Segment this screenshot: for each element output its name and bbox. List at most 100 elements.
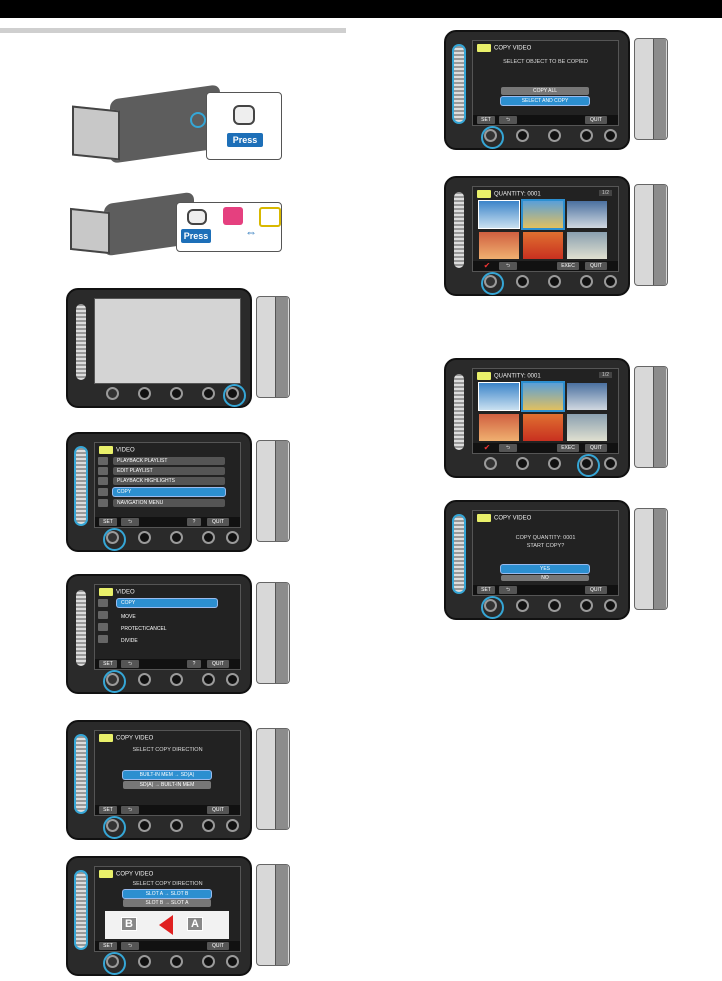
op-button-4[interactable]: [580, 275, 593, 288]
thumbnail[interactable]: [479, 414, 519, 441]
touch-slider[interactable]: [76, 590, 86, 666]
op-button-4[interactable]: [202, 387, 215, 400]
menu-item-copy[interactable]: COPY: [113, 488, 225, 496]
option-select-and-copy[interactable]: SELECT AND COPY: [501, 97, 589, 105]
ok-button[interactable]: [103, 670, 126, 693]
op-button-2[interactable]: [138, 819, 151, 832]
op-button-3[interactable]: [170, 387, 183, 400]
exec-key[interactable]: EXEC: [557, 444, 579, 452]
op-button-2[interactable]: [516, 457, 529, 470]
check-icon[interactable]: ✔: [483, 261, 491, 270]
op-button-4[interactable]: [577, 454, 600, 477]
quit-key[interactable]: QUIT: [207, 518, 229, 526]
back-arrow-icon[interactable]: ⮌: [121, 942, 139, 950]
quit-key[interactable]: QUIT: [207, 660, 229, 668]
op-button-2[interactable]: [138, 955, 151, 968]
menu-item-navigation-menu[interactable]: NAVIGATION MENU: [113, 499, 225, 507]
op-button-2[interactable]: [516, 129, 529, 142]
menu-button[interactable]: [604, 129, 617, 142]
option-sd-to-builtin[interactable]: SD(A) → BUILT-IN MEM: [123, 781, 211, 789]
op-button-3[interactable]: [170, 531, 183, 544]
touch-slider[interactable]: [454, 46, 464, 122]
quit-key[interactable]: QUIT: [207, 806, 229, 814]
menu-button[interactable]: [226, 673, 239, 686]
menu-item-playback-highlights[interactable]: PLAYBACK HIGHLIGHTS: [113, 477, 225, 485]
back-arrow-icon[interactable]: ⮌: [121, 660, 139, 668]
touch-slider[interactable]: [76, 872, 86, 948]
set-key[interactable]: SET: [477, 116, 495, 124]
thumbnail[interactable]: [523, 383, 563, 410]
help-key[interactable]: ?: [187, 660, 201, 668]
op-button-2[interactable]: [138, 387, 151, 400]
quit-key[interactable]: QUIT: [585, 262, 607, 270]
back-arrow-icon[interactable]: ⮌: [499, 444, 517, 452]
back-arrow-icon[interactable]: ⮌: [499, 116, 517, 124]
op-button-2[interactable]: [138, 673, 151, 686]
quit-key[interactable]: QUIT: [585, 586, 607, 594]
op-button-3[interactable]: [170, 819, 183, 832]
thumbnail[interactable]: [523, 201, 563, 228]
set-key[interactable]: SET: [99, 942, 117, 950]
thumbnail[interactable]: [567, 201, 607, 228]
back-arrow-icon[interactable]: ⮌: [121, 518, 139, 526]
back-arrow-icon[interactable]: ⮌: [499, 586, 517, 594]
menu-button[interactable]: [226, 819, 239, 832]
menu-button[interactable]: [604, 599, 617, 612]
option-no[interactable]: NO: [501, 575, 589, 581]
op-button-3[interactable]: [548, 599, 561, 612]
thumbnail[interactable]: [567, 232, 607, 259]
ok-button[interactable]: [103, 816, 126, 839]
touch-slider[interactable]: [454, 516, 464, 592]
thumbnail[interactable]: [523, 414, 563, 441]
ok-button[interactable]: [484, 457, 497, 470]
set-key[interactable]: SET: [99, 806, 117, 814]
touch-slider[interactable]: [454, 374, 464, 450]
op-button-3[interactable]: [548, 275, 561, 288]
thumbnail[interactable]: [567, 414, 607, 441]
op-button-4[interactable]: [202, 955, 215, 968]
thumbnail[interactable]: [523, 232, 563, 259]
option-slot-a-to-b[interactable]: SLOT A → SLOT B: [123, 890, 211, 898]
menu-item-protect-cancel[interactable]: PROTECT/CANCEL: [121, 626, 167, 632]
menu-button[interactable]: [604, 275, 617, 288]
op-button-4[interactable]: [202, 531, 215, 544]
op-button-2[interactable]: [516, 599, 529, 612]
ok-button[interactable]: [106, 387, 119, 400]
thumbnail[interactable]: [479, 201, 519, 228]
touch-slider[interactable]: [76, 304, 86, 380]
op-button-3[interactable]: [548, 457, 561, 470]
ok-button[interactable]: [481, 126, 504, 149]
thumbnail[interactable]: [479, 232, 519, 259]
quit-key[interactable]: QUIT: [585, 444, 607, 452]
op-button-4[interactable]: [580, 129, 593, 142]
set-key[interactable]: SET: [477, 586, 495, 594]
exec-key[interactable]: EXEC: [557, 262, 579, 270]
ok-button[interactable]: [481, 596, 504, 619]
menu-button[interactable]: [223, 384, 246, 407]
option-slot-b-to-a[interactable]: SLOT B → SLOT A: [123, 899, 211, 907]
back-arrow-icon[interactable]: ⮌: [121, 806, 139, 814]
option-builtin-to-sd[interactable]: BUILT-IN MEM → SD(A): [123, 771, 211, 779]
touch-slider[interactable]: [454, 192, 464, 268]
op-button-3[interactable]: [170, 673, 183, 686]
menu-item-playback-playlist[interactable]: PLAYBACK PLAYLIST: [113, 457, 225, 465]
check-icon[interactable]: ✔: [483, 443, 491, 452]
menu-item-edit-playlist[interactable]: EDIT PLAYLIST: [113, 467, 225, 475]
set-key[interactable]: SET: [99, 518, 117, 526]
thumbnail[interactable]: [479, 383, 519, 410]
op-button-4[interactable]: [202, 819, 215, 832]
op-button-2[interactable]: [138, 531, 151, 544]
ok-button[interactable]: [481, 272, 504, 295]
menu-item-copy[interactable]: COPY: [117, 599, 217, 607]
option-copy-all[interactable]: COPY ALL: [501, 87, 589, 95]
menu-item-divide[interactable]: DIVIDE: [121, 638, 138, 644]
ok-button[interactable]: [103, 952, 126, 975]
menu-button[interactable]: [226, 531, 239, 544]
quit-key[interactable]: QUIT: [207, 942, 229, 950]
op-button-2[interactable]: [516, 275, 529, 288]
menu-button[interactable]: [604, 457, 617, 470]
touch-slider[interactable]: [76, 736, 86, 812]
ok-button[interactable]: [103, 528, 126, 551]
touch-slider[interactable]: [76, 448, 86, 524]
back-arrow-icon[interactable]: ⮌: [499, 262, 517, 270]
